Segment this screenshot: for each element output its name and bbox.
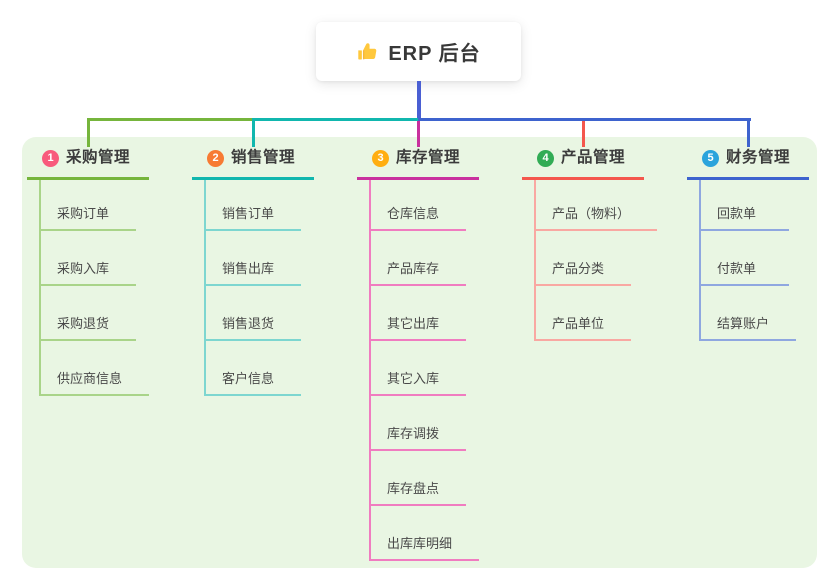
child-node[interactable]: 回款单 <box>701 180 789 231</box>
branch-node[interactable]: 5 财务管理 <box>687 149 809 180</box>
child-node[interactable]: 产品（物料） <box>536 180 658 231</box>
branch-label: 产品管理 <box>561 149 626 166</box>
branch-children: 产品（物料）产品分类产品单位 <box>534 180 658 341</box>
branch-children: 仓库信息产品库存其它出库其它入库库存调拨库存盘点出库库明细 <box>369 180 480 561</box>
bus-segment-1 <box>88 118 255 121</box>
child-node[interactable]: 仓库信息 <box>371 180 467 231</box>
root-node[interactable]: ERP 后台 <box>316 22 521 81</box>
thumbs-up-icon <box>356 41 378 63</box>
root-stem-line <box>417 81 421 121</box>
branch-children: 采购订单采购入库采购退货供应商信息 <box>39 180 150 396</box>
branch-node[interactable]: 3 库存管理 <box>357 149 479 180</box>
branch-number-badge: 3 <box>372 149 389 167</box>
bus-segment-5 <box>418 118 751 121</box>
branch-children: 回款单付款单结算账户 <box>699 180 809 341</box>
branch-number-badge: 5 <box>702 149 719 167</box>
child-node[interactable]: 销售退货 <box>206 286 302 341</box>
child-node[interactable]: 付款单 <box>701 231 789 286</box>
branch-number-badge: 4 <box>537 149 554 167</box>
child-node[interactable]: 采购入库 <box>41 231 137 286</box>
child-node[interactable]: 采购订单 <box>41 180 137 231</box>
branch-5: 5 财务管理回款单付款单结算账户 <box>687 149 809 341</box>
child-node[interactable]: 供应商信息 <box>41 341 150 396</box>
branch-label: 采购管理 <box>66 149 131 166</box>
child-node[interactable]: 产品库存 <box>371 231 467 286</box>
branch-2: 2 销售管理销售订单销售出库销售退货客户信息 <box>192 149 314 396</box>
child-node[interactable]: 采购退货 <box>41 286 137 341</box>
branches-background-panel <box>22 137 817 568</box>
child-node[interactable]: 库存盘点 <box>371 451 467 506</box>
branch-drop-line-2 <box>251 118 255 147</box>
child-node[interactable]: 产品分类 <box>536 231 632 286</box>
branch-label: 销售管理 <box>231 149 296 166</box>
branch-number-badge: 1 <box>42 149 59 167</box>
root-node-label: ERP 后台 <box>388 43 481 65</box>
child-node[interactable]: 销售出库 <box>206 231 302 286</box>
branch-children: 销售订单销售出库销售退货客户信息 <box>204 180 314 396</box>
branch-node[interactable]: 4 产品管理 <box>522 149 644 180</box>
child-node[interactable]: 销售订单 <box>206 180 302 231</box>
branch-node[interactable]: 2 销售管理 <box>192 149 314 180</box>
bus-segment-2 <box>253 118 420 121</box>
branch-label: 库存管理 <box>396 149 461 166</box>
child-node[interactable]: 出库库明细 <box>371 506 480 561</box>
branch-drop-line-1 <box>86 118 90 147</box>
branch-4: 4 产品管理产品（物料）产品分类产品单位 <box>522 149 658 341</box>
branch-1: 1 采购管理采购订单采购入库采购退货供应商信息 <box>27 149 150 396</box>
child-node[interactable]: 其它出库 <box>371 286 467 341</box>
child-node[interactable]: 其它入库 <box>371 341 467 396</box>
branch-label: 财务管理 <box>726 149 791 166</box>
child-node[interactable]: 客户信息 <box>206 341 302 396</box>
child-node[interactable]: 结算账户 <box>701 286 797 341</box>
branch-number-badge: 2 <box>207 149 224 167</box>
branch-drop-line-5 <box>746 118 750 147</box>
child-node[interactable]: 库存调拨 <box>371 396 467 451</box>
child-node[interactable]: 产品单位 <box>536 286 632 341</box>
branch-drop-line-4 <box>581 121 585 147</box>
branch-3: 3 库存管理仓库信息产品库存其它出库其它入库库存调拨库存盘点出库库明细 <box>357 149 480 561</box>
branch-node[interactable]: 1 采购管理 <box>27 149 149 180</box>
branch-drop-line-3 <box>416 121 420 147</box>
